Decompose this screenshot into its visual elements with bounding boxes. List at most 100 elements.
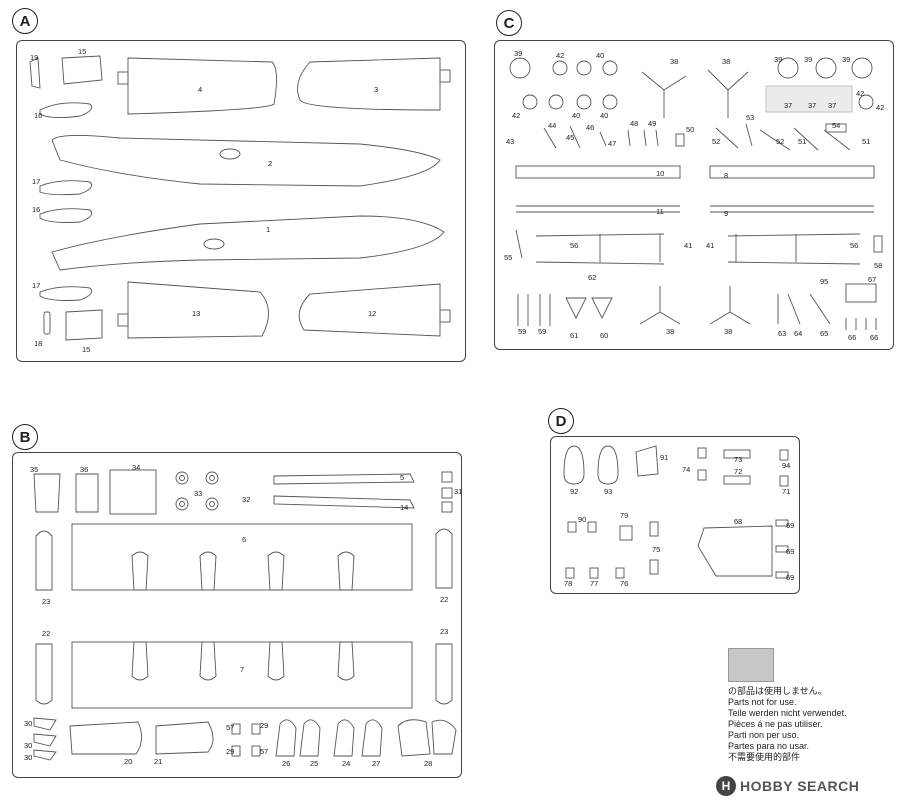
part-number-label: 40 [572,111,581,120]
part-number-label: 74 [682,465,691,474]
part-number-label: 72 [734,467,743,476]
part-number-label: 77 [590,579,599,588]
part-number-label: 8 [724,171,729,180]
part-number-label: 79 [620,511,629,520]
part-number-label: 64 [794,329,803,338]
part-number-label: 69 [786,573,795,582]
part-number-label: 71 [782,487,791,496]
part-number-label: 41 [706,241,715,250]
part-number-label: 24 [342,759,351,768]
part-number-label: 42 [512,111,521,120]
note-line-ja: の部品は使用しません。 [728,686,827,696]
note-line-en: Parts not for use. [728,697,797,707]
sprue-d-parts [563,445,789,579]
part-number-label: 17 [32,177,41,186]
part-number-label: 66 [870,333,879,342]
part-number-label: 18 [34,339,43,348]
part-number-label: 2 [268,159,273,168]
part-number-label: 91 [660,453,669,462]
part-number-label: 34 [132,463,141,472]
part-number-label: 63 [778,329,787,338]
part-number-label: 25 [310,759,319,768]
part-number-label: 66 [848,333,857,342]
part-number-label: 57 [260,747,269,756]
part-number-label: 22 [440,595,449,604]
part-number-label: 51 [862,137,871,146]
part-number-label: 46 [586,123,595,132]
part-number-label: 49 [648,119,657,128]
part-number-label: 54 [832,121,841,130]
part-number-label: 93 [604,487,613,496]
part-number-label: 17 [32,281,41,290]
part-number-label: 39 [804,55,813,64]
part-number-label: 21 [154,757,163,766]
part-number-label: 56 [850,241,859,250]
part-number-label: 39 [842,55,851,64]
part-number-label: 28 [424,759,433,768]
part-number-label: 57 [226,723,235,732]
part-number-label: 29 [226,747,235,756]
part-number-label: 67 [868,275,877,284]
part-number-label: 94 [782,461,791,470]
part-number-label: 69 [786,547,795,556]
part-number-label: 20 [124,757,133,766]
note-line-es: Partes para no usar. [728,741,810,751]
part-number-label: 55 [504,253,513,262]
part-number-label: 15 [78,47,87,56]
part-number-label: 60 [600,331,609,340]
sprue-b-parts [33,469,457,761]
part-number-label: 31 [454,487,463,496]
part-number-label: 38 [722,57,731,66]
part-number-label: 45 [566,133,575,142]
part-number-label: 59 [538,327,547,336]
part-number-label: 69 [786,521,795,530]
part-number-label: 6 [242,535,247,544]
part-number-label: 44 [548,121,557,130]
part-number-label: 11 [656,207,664,216]
part-number-label: 68 [734,517,743,526]
part-number-label: 62 [588,273,597,282]
part-number-label: 76 [620,579,629,588]
part-number-label: 65 [820,329,829,338]
part-number-label: 59 [518,327,527,336]
part-number-label: 39 [774,55,783,64]
part-number-label: 56 [570,241,579,250]
part-number-label: 73 [734,455,743,464]
part-number-label: 40 [600,111,609,120]
note-line-fr: Pièces á ne pas utiliser. [728,719,823,729]
sprue-a-label: A [12,8,38,34]
part-number-label: 38 [724,327,733,336]
part-number-label: 26 [282,759,291,768]
part-number-label: 30 [24,741,33,750]
part-number-label: 23 [440,627,449,636]
part-number-label: 51 [798,137,807,146]
part-number-label: 95 [820,277,829,286]
part-number-label: 40 [596,51,605,60]
part-number-label: 15 [82,345,91,354]
part-number-label: 13 [192,309,201,318]
part-number-label: 37 [808,101,817,110]
part-number-label: 43 [506,137,515,146]
watermark-text: HOBBY SEARCH [740,778,860,794]
unused-swatch [728,648,774,682]
part-number-label: 47 [608,139,617,148]
sprue-c-label: C [496,10,522,36]
part-number-label: 53 [746,113,755,122]
part-number-label: 41 [684,241,693,250]
part-number-label: 42 [856,89,865,98]
part-number-label: 36 [80,465,89,474]
part-number-label: 58 [874,261,883,270]
part-number-label: 52 [712,137,721,146]
sprue-d-label: D [548,408,574,434]
part-number-label: 30 [24,753,33,762]
part-number-label: 32 [242,495,251,504]
part-number-label: 22 [42,629,51,638]
part-number-label: 33 [194,489,203,498]
part-number-label: 48 [630,119,639,128]
part-number-label: 7 [240,665,245,674]
part-number-label: 38 [666,327,675,336]
note-line-it: Parti non per uso. [728,730,800,740]
part-number-label: 61 [570,331,579,340]
part-number-label: 50 [686,125,695,134]
